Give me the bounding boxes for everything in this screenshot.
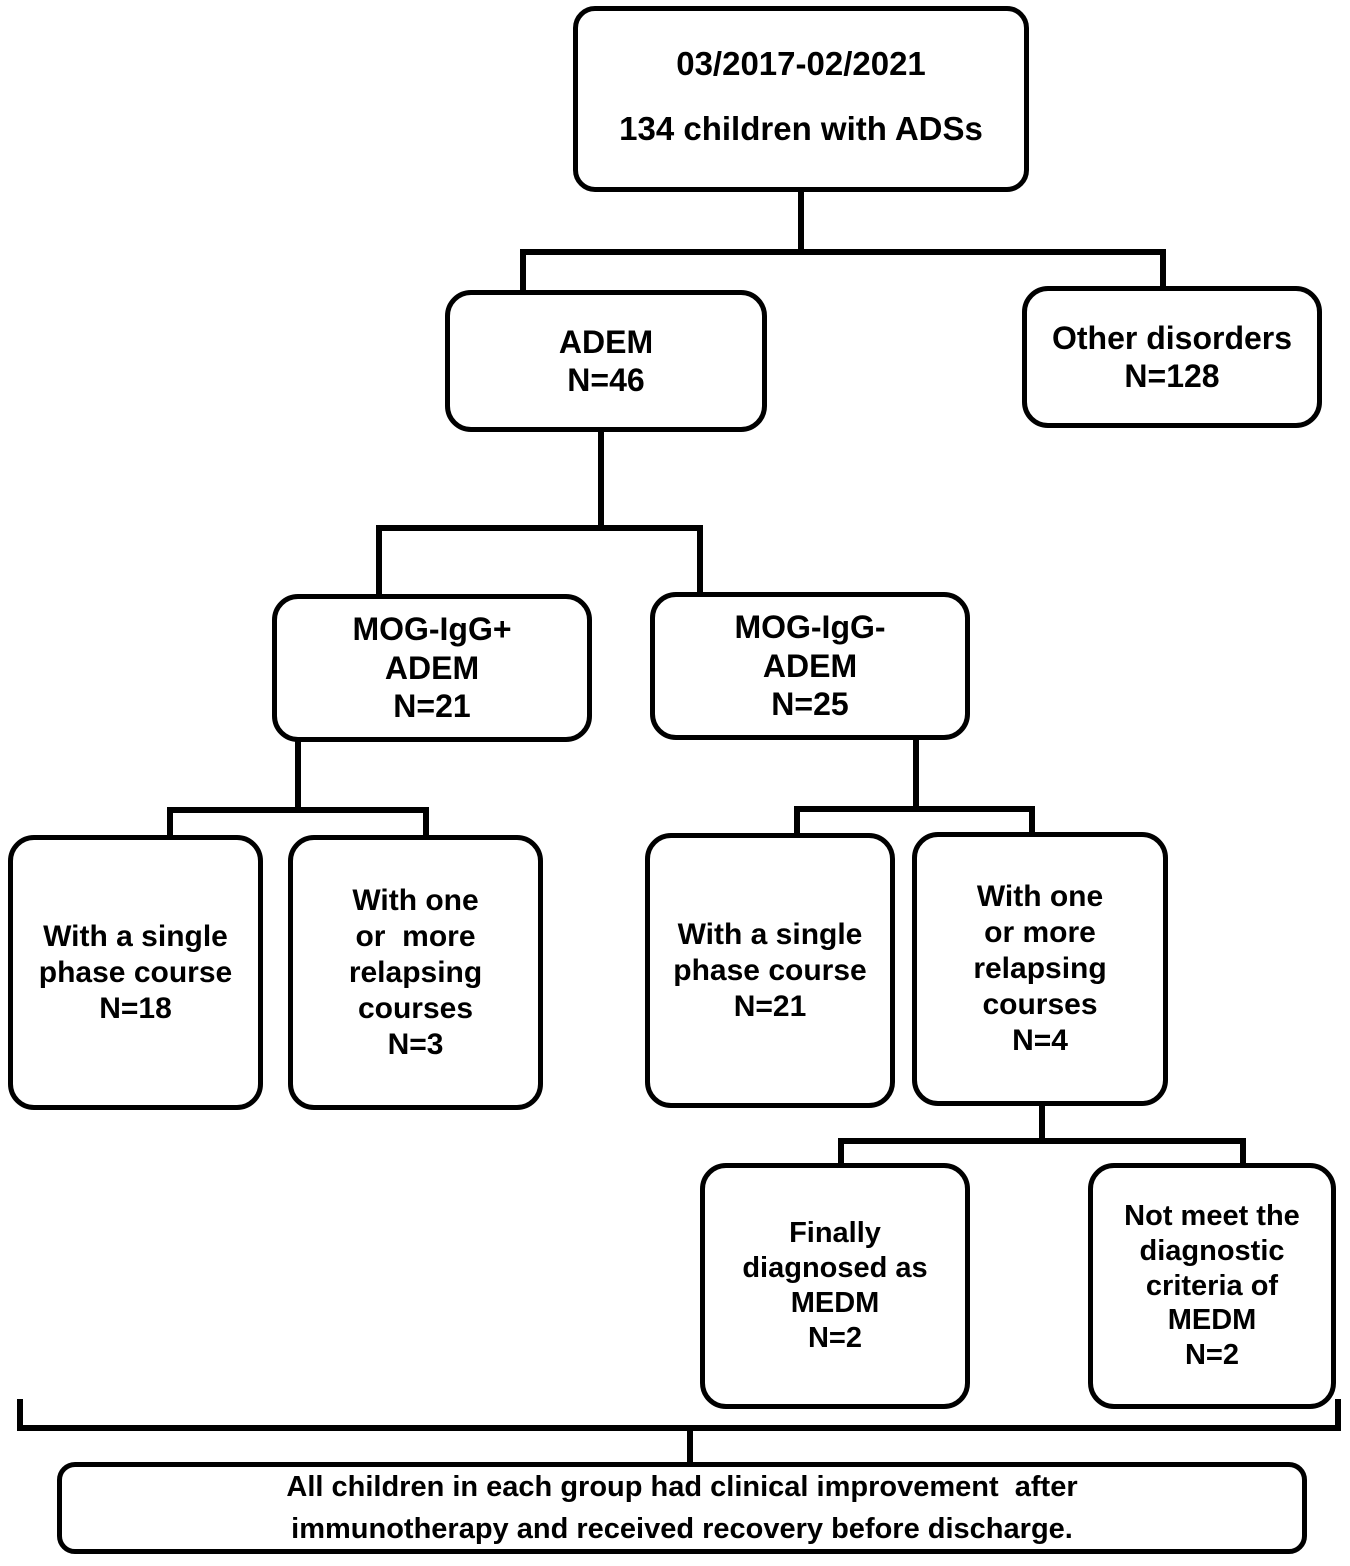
node-positive-single-line2: phase course — [38, 955, 233, 989]
node-negative-single-line1: With a single — [677, 917, 863, 951]
node-other-disorders: Other disorders N=128 — [1022, 286, 1322, 428]
node-negative-relapsing-count: N=4 — [1012, 1024, 1068, 1057]
node-not-meet-medm-line2: diagnostic — [1139, 1234, 1285, 1267]
node-mog-igg-negative-adem: MOG-IgG- ADEM N=25 — [650, 592, 970, 740]
node-negative-relapsing-line1: With one — [976, 880, 1104, 913]
node-diagnosed-medm-line3: MEDM — [790, 1287, 880, 1319]
node-outcome-summary: All children in each group had clinical … — [57, 1462, 1307, 1554]
node-diagnosed-medm-count: N=2 — [807, 1321, 862, 1354]
node-adem-label: ADEM — [558, 323, 654, 360]
node-mog-negative-line1: MOG-IgG- — [734, 609, 886, 646]
node-diagnosed-medm-line2: diagnosed as — [742, 1252, 928, 1285]
node-negative-relapsing: With one or more relapsing courses N=4 — [912, 832, 1168, 1106]
node-mog-negative-count: N=25 — [771, 686, 849, 723]
node-study-period-line2: 134 children with ADSs — [619, 110, 983, 147]
node-positive-relapsing-line4: courses — [357, 991, 474, 1025]
node-negative-relapsing-line3: relapsing — [973, 952, 1107, 985]
node-outcome-summary-line2: immunotherapy and received recovery befo… — [291, 1513, 1073, 1545]
node-negative-single-line2: phase course — [673, 953, 867, 987]
node-negative-single-phase: With a single phase course N=21 — [645, 833, 895, 1108]
node-positive-single-line1: With a single — [43, 919, 228, 953]
node-not-meet-medm-criteria: Not meet the diagnostic criteria of MEDM… — [1088, 1163, 1336, 1409]
node-not-meet-medm-line4: MEDM — [1167, 1304, 1257, 1337]
node-adem-count: N=46 — [567, 362, 645, 398]
node-positive-relapsing-line1: With one — [352, 883, 479, 917]
node-positive-single-phase: With a single phase course N=18 — [8, 835, 263, 1110]
node-not-meet-medm-line3: criteria of — [1145, 1269, 1279, 1302]
node-other-disorders-count: N=128 — [1124, 358, 1220, 394]
node-positive-relapsing: With one or more relapsing courses N=3 — [288, 835, 543, 1110]
node-study-period-line1: 03/2017-02/2021 — [676, 45, 926, 82]
node-other-disorders-label: Other disorders — [1051, 319, 1293, 356]
node-diagnosed-medm: Finally diagnosed as MEDM N=2 — [700, 1163, 970, 1409]
node-negative-relapsing-line2: or more — [984, 916, 1096, 949]
node-outcome-summary-line1: All children in each group had clinical … — [286, 1470, 1078, 1503]
node-mog-positive-line1: MOG-IgG+ — [352, 611, 512, 648]
node-positive-single-count: N=18 — [99, 991, 172, 1025]
node-not-meet-medm-count: N=2 — [1184, 1339, 1239, 1372]
node-mog-positive-line2: ADEM — [384, 649, 480, 686]
node-mog-positive-count: N=21 — [393, 688, 471, 725]
node-positive-relapsing-count: N=3 — [387, 1027, 444, 1061]
node-diagnosed-medm-line1: Finally — [789, 1217, 881, 1250]
node-mog-igg-positive-adem: MOG-IgG+ ADEM N=21 — [272, 594, 592, 742]
node-positive-relapsing-line3: relapsing — [348, 955, 483, 989]
node-negative-relapsing-line4: courses — [982, 988, 1098, 1021]
node-mog-negative-line2: ADEM — [762, 647, 858, 684]
node-positive-relapsing-line2: or more — [355, 919, 476, 953]
node-study-period: 03/2017-02/2021 134 children with ADSs — [573, 6, 1029, 192]
node-adem: ADEM N=46 — [445, 290, 767, 432]
node-negative-single-count: N=21 — [733, 989, 807, 1023]
node-not-meet-medm-line1: Not meet the — [1124, 1200, 1300, 1232]
